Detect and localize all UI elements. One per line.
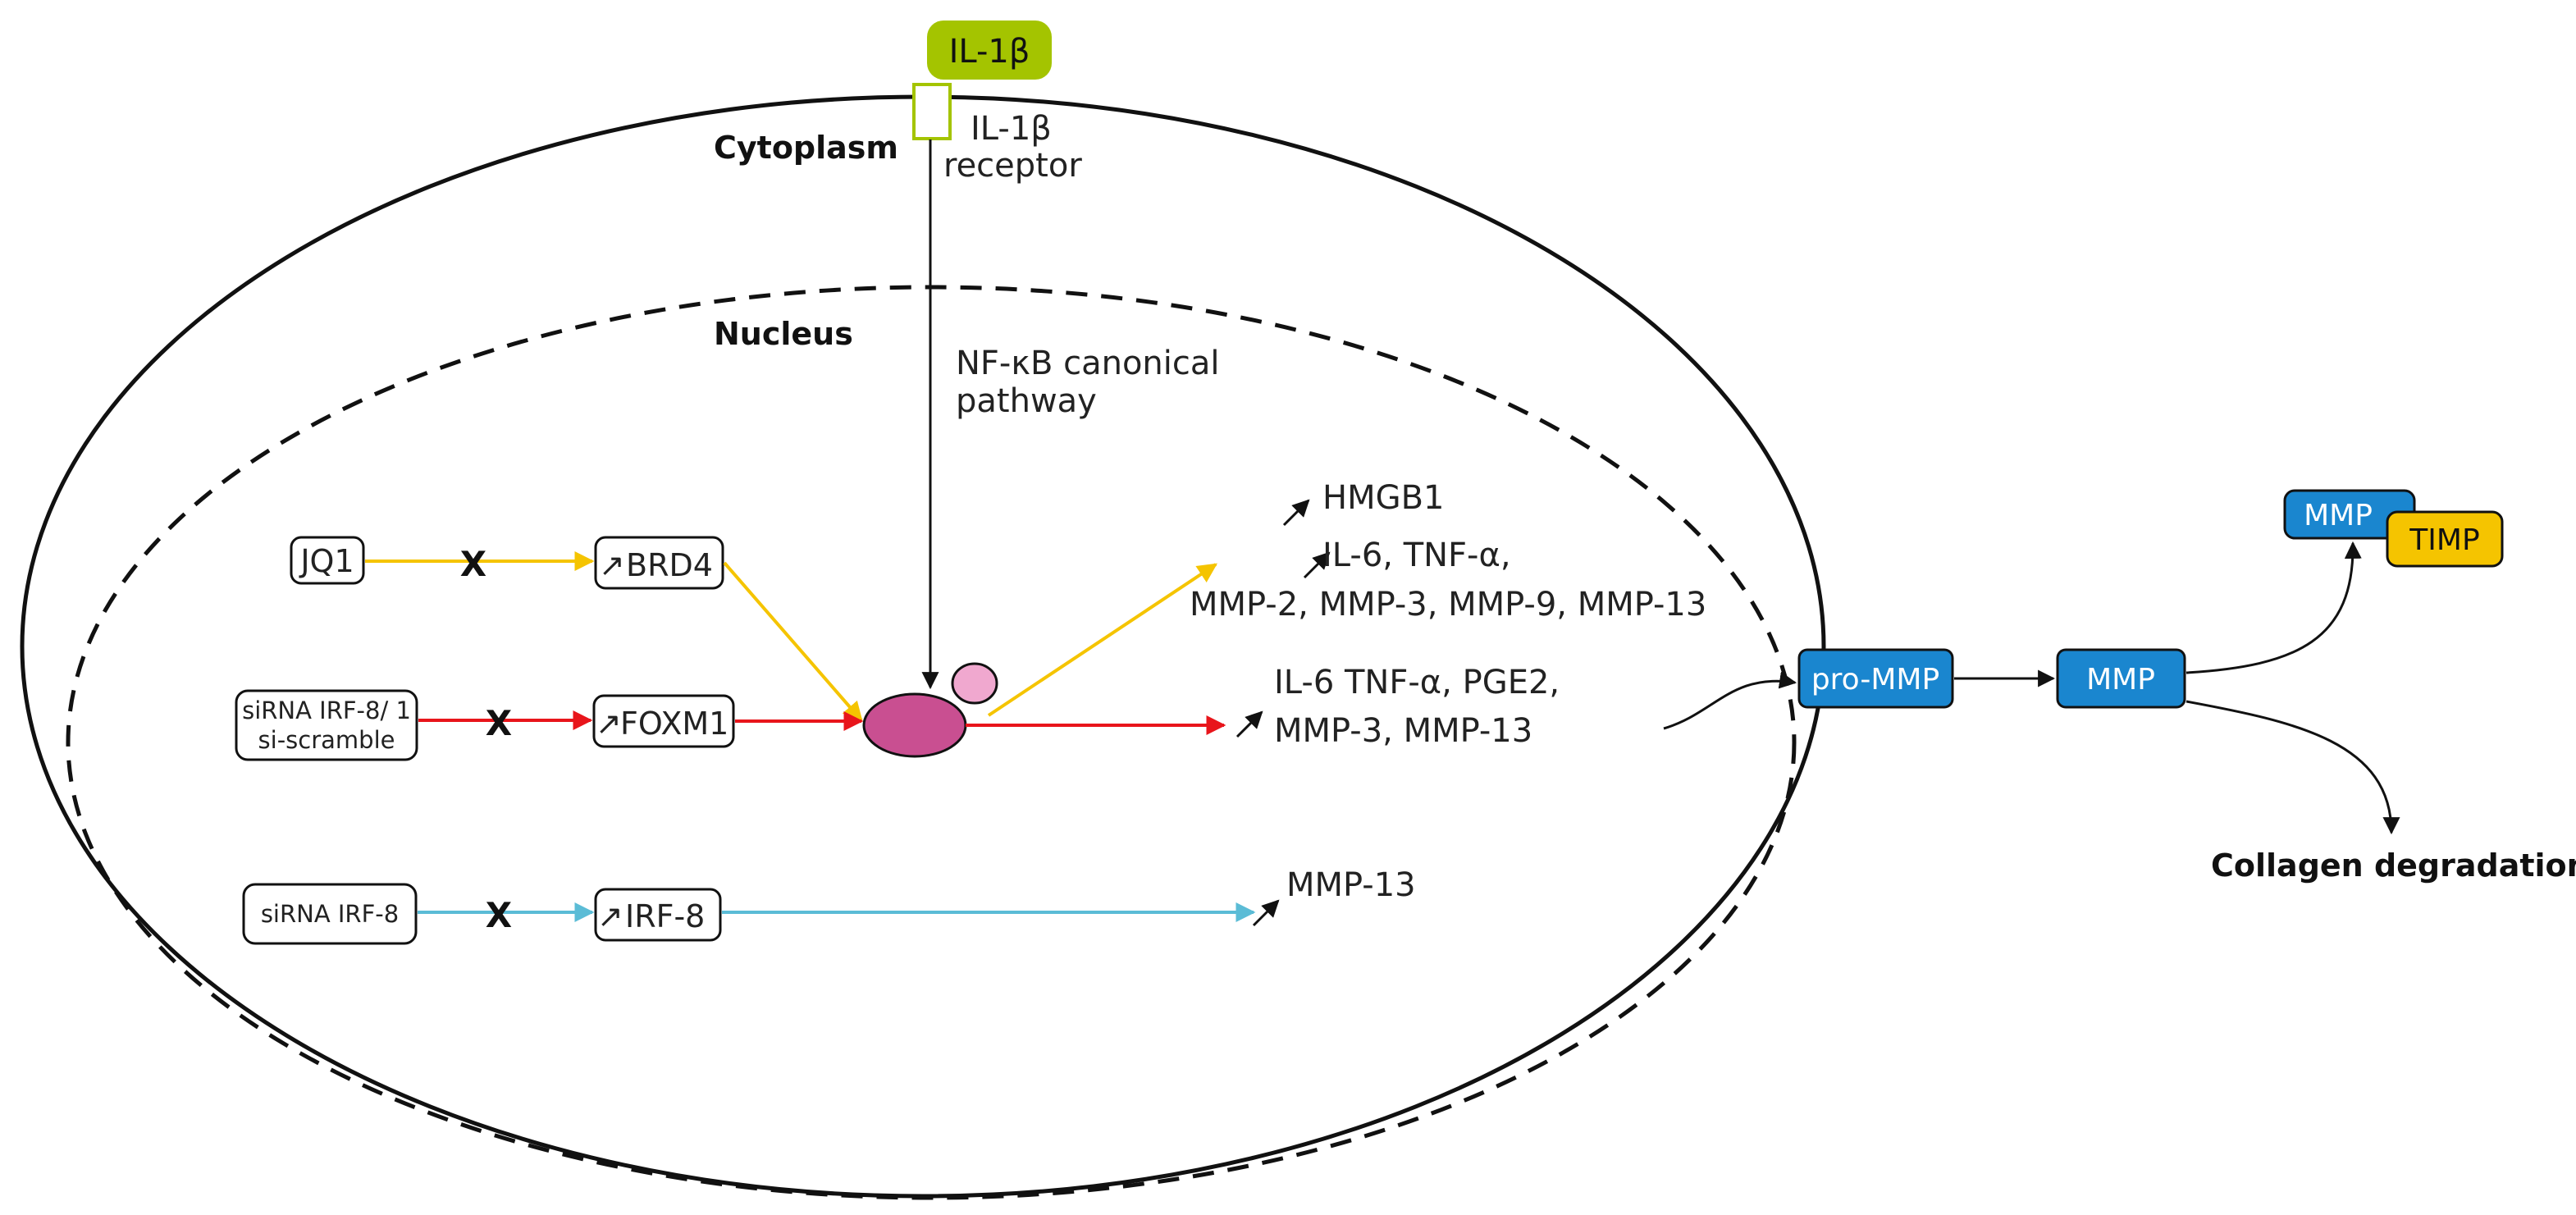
blue-outputs-label: MMP-13 — [1286, 866, 1416, 904]
complex-to-yellow-outputs-arrow — [987, 563, 1217, 717]
secretion-curve-arrow — [1663, 671, 1797, 730]
collagen-degradation-label: Collagen degradation — [2211, 847, 2576, 884]
mmp-to-collagen-arrow — [2185, 700, 2400, 835]
cell-membrane — [20, 94, 1826, 1199]
mmp-label: MMP — [2086, 663, 2155, 697]
timp-label: TIMP — [2409, 523, 2479, 557]
pathway-label-line2: pathway — [956, 382, 1097, 420]
nfkb-complex — [862, 692, 967, 758]
brd4-up-arrow: ↗ — [599, 547, 625, 583]
sirna-foxm1-label-line2: si-scramble — [258, 726, 395, 754]
irf8-up-arrow: ↗ — [597, 898, 623, 934]
foxm1-box — [592, 694, 735, 748]
sirna-foxm1-box — [235, 689, 418, 761]
hmgb1-up-arrow — [1282, 499, 1310, 527]
cytoplasm-label: Cytoplasm — [714, 130, 898, 166]
sirna-irf8-box — [242, 883, 418, 945]
il1b-receptor — [912, 83, 952, 140]
mmp-box — [2056, 648, 2186, 709]
yellow-outputs-up-arrow — [1303, 551, 1331, 579]
il1b-ligand-label: IL-1β — [949, 33, 1030, 71]
brd4-label: BRD4 — [626, 547, 713, 583]
brd4-box — [594, 536, 724, 590]
foxm1-up-arrow: ↗ — [596, 706, 622, 742]
pathway-label-line1: NF-κB canonical — [956, 345, 1220, 382]
pro-mmp-box — [1797, 648, 1954, 709]
red-outputs-line2: MMP-3, MMP-13 — [1274, 712, 1532, 750]
yellow-outputs-line1: IL-6, TNF-α, — [1322, 537, 1511, 574]
jq1-box — [290, 536, 365, 585]
timp-box — [2386, 510, 2504, 568]
mmp-to-timp-complex-arrow — [2185, 541, 2362, 674]
red-outputs-up-arrow — [1235, 710, 1263, 738]
blue-outputs-up-arrow — [1252, 899, 1280, 927]
complex-mmp-label: MMP — [2304, 499, 2373, 532]
jq1-label: JQ1 — [299, 543, 354, 579]
sirna-irf8-label: siRNA IRF-8 — [261, 900, 399, 928]
foxm1-label: FOXM1 — [620, 706, 728, 742]
jq1-block-mark: X — [460, 544, 486, 584]
receptor-label-line2: receptor — [943, 147, 1082, 185]
red-outputs-line1: IL-6 TNF-α, PGE2, — [1274, 664, 1560, 701]
pro-mmp-label: pro-MMP — [1811, 663, 1939, 697]
il1b-ligand — [927, 21, 1052, 80]
nucleus-label: Nucleus — [714, 316, 853, 352]
hmgb1-label: HMGB1 — [1322, 479, 1444, 517]
sirna-irf8-block-mark: X — [486, 895, 512, 935]
irf8-label: IRF-8 — [625, 898, 705, 934]
irf8-box — [594, 888, 722, 942]
sirna-foxm1-block-mark: X — [486, 703, 512, 743]
brd4-to-complex-arrow — [723, 561, 863, 722]
nfkb-cofactor — [951, 662, 998, 705]
sirna-foxm1-label-line1: siRNA IRF-8/ 1 — [242, 697, 411, 724]
yellow-outputs-line2: MMP-2, MMP-3, MMP-9, MMP-13 — [1190, 586, 1706, 623]
receptor-label-line1: IL-1β — [971, 110, 1052, 148]
